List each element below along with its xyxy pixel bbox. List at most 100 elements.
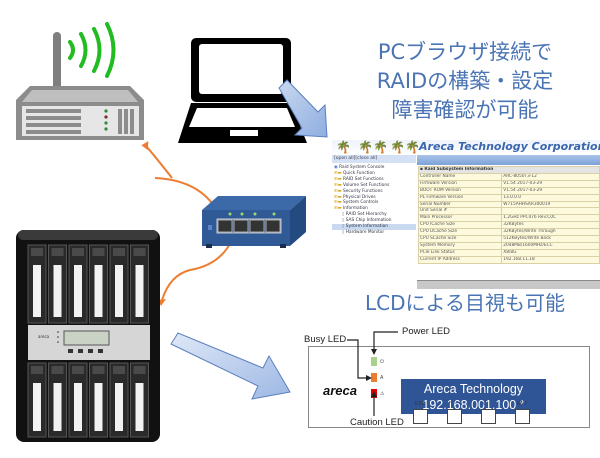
row-value — [501, 207, 600, 216]
browser-arrow-icon — [278, 79, 328, 138]
folder-icon: ⊞▬ — [334, 170, 344, 176]
tree-item-label: Physical Drives — [343, 194, 376, 200]
brand-title: Areca Technology Corporation — [419, 140, 600, 153]
page-icon: ▯ — [342, 229, 346, 235]
drive-label — [94, 383, 103, 431]
tree-item[interactable]: ⊞▬ System Controls — [332, 200, 416, 206]
tree-item[interactable]: ▯ System Information — [332, 224, 416, 230]
drive-latch — [133, 248, 146, 256]
drive-latch — [72, 366, 84, 374]
tree-item[interactable]: ◉ Raid System Console — [332, 165, 416, 171]
row-label: Controller Name — [417, 172, 503, 181]
tree-item-label: Information — [343, 206, 368, 212]
tree-item[interactable]: ⊞▬ RAID Set Functions — [332, 177, 416, 183]
drive-label — [33, 383, 41, 431]
tree-item-label: RAID Set Functions — [343, 176, 384, 182]
row-value: X8/8G — [501, 248, 600, 257]
row-label: PCIe Link Status — [417, 248, 503, 257]
row-label: System Memory — [417, 241, 503, 250]
tree-item[interactable]: ⊞▬ Security Functions — [332, 189, 416, 195]
tree-item-label: System Information — [345, 224, 388, 230]
tree-item[interactable]: ⊞▬ Quick Function — [332, 171, 416, 177]
heading-line-3: 障害確認が可能 — [391, 98, 539, 122]
row-value: 32KBytes — [501, 221, 600, 230]
esc-button-label: ESC — [415, 401, 426, 407]
tree-item[interactable]: ▯ RAID Set Hierarchy — [332, 212, 416, 218]
busy-led-label: Busy LED — [304, 334, 347, 345]
row-label: Unit Serial # — [417, 207, 503, 216]
row-label: Serial Number — [417, 200, 503, 209]
folder-icon: ⊞▬ — [334, 176, 344, 182]
console-icon: ◉ — [334, 165, 340, 170]
browser-feature-heading: PCブラウザ接続で RAIDの構築・設定 障害確認が可能 — [335, 38, 595, 125]
row-label: CPU DCache Size — [417, 228, 503, 237]
tree-item-label: Raid System Console — [339, 165, 385, 170]
drive-latch — [31, 248, 43, 256]
up-button[interactable] — [447, 409, 462, 424]
front-panel: areca Areca Technology 192.168.001.100 *… — [308, 346, 590, 428]
areca-logo: areca — [323, 383, 357, 398]
led-callout-lines — [347, 331, 398, 416]
tree-item[interactable]: ⊞▬ Volume Set Functions — [332, 183, 416, 189]
tree-item[interactable]: ⊞▬ Physical Drives — [332, 195, 416, 201]
drive-latch — [133, 366, 146, 374]
footer-bar — [417, 280, 600, 289]
tree-item-label: Hardware Monitor — [345, 229, 385, 235]
enter-button-label: ENT — [517, 401, 527, 407]
caution-led-icon: ⚠ — [380, 391, 385, 397]
drive-latch — [72, 248, 84, 256]
drive-latch — [92, 366, 105, 374]
down-button[interactable] — [481, 409, 496, 424]
tree-item-label: Security Functions — [343, 188, 383, 194]
tree-item[interactable]: ▯ SAS Chip Information — [332, 218, 416, 224]
page-icon: ▯ — [342, 218, 346, 224]
table-title: ▪ Raid Subsystem Information — [418, 166, 600, 174]
enter-button[interactable] — [515, 409, 530, 424]
tree-item[interactable]: ▯ Hardware Monitor — [332, 230, 416, 236]
navigation-tree: ◉ Raid System Console⊞▬ Quick Function⊞▬… — [332, 165, 416, 236]
drive-label — [135, 383, 144, 431]
row-value: 512KBytes/Write Back — [501, 235, 600, 243]
tree-item-label: System Controls — [343, 200, 379, 206]
row-value: ARC-8050T3-12 — [501, 172, 600, 181]
drive-label — [115, 265, 123, 317]
drive-label — [74, 383, 82, 431]
wireless-router-icon — [16, 22, 144, 140]
table-row: Unit Serial # — [417, 207, 600, 216]
open-close-all-link[interactable]: [open all][close all] — [332, 155, 416, 163]
lcd-screen: Areca Technology 192.168.001.100 * — [401, 379, 546, 414]
up-button-label: ^ — [449, 401, 452, 407]
row-value: 13.0.0.0 — [501, 193, 600, 202]
row-value: 2048MB/1600MHz/ECC — [501, 241, 600, 250]
row-label: Main Processor — [417, 214, 503, 223]
esc-button[interactable] — [413, 409, 428, 424]
lcd-line-1: Areca Technology — [423, 382, 524, 396]
row-value: V1.54 2017-03-29 — [501, 186, 600, 195]
banner: 🌴 🌴🌴 🌴🌴 Areca Technology Corporation — [332, 140, 600, 155]
drive-label — [115, 383, 123, 431]
row-value: 32KBytes/Write Through — [501, 228, 600, 237]
heading-line-2: RAIDの構築・設定 — [376, 69, 554, 93]
row-value: V1.54 2017-03-29 — [501, 179, 600, 188]
tree-item[interactable]: ⊞▬ Information — [332, 206, 416, 212]
row-value: 192.168.11.18 — [501, 255, 600, 264]
lcd-arrow-icon — [170, 332, 291, 400]
palm-tree-icon: 🌴🌴 — [358, 140, 388, 154]
tree-item-label: Quick Function — [343, 170, 375, 176]
network-switch-icon — [202, 196, 306, 248]
drive-label — [94, 265, 103, 317]
palm-tree-icon: 🌴🌴 — [390, 140, 420, 154]
busy-led-icon: A — [380, 375, 384, 381]
tree-item-label: Volume Set Functions — [343, 182, 390, 188]
page-icon: ▯ — [342, 212, 346, 218]
drive-latch — [113, 248, 125, 256]
